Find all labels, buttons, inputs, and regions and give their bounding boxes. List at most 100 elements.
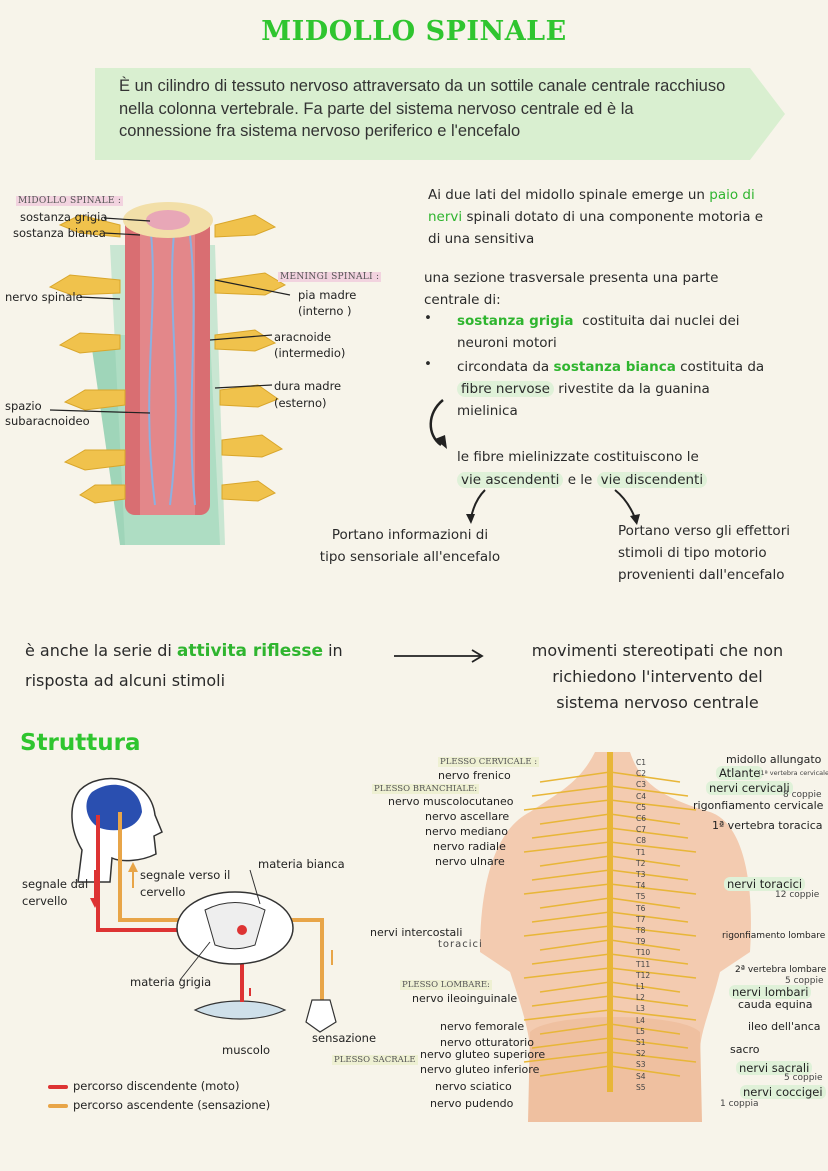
vertebra-label: C1 (636, 758, 647, 767)
nerve-branch (531, 1037, 611, 1049)
nerve-branch (539, 855, 611, 867)
label-muscle: muscolo (222, 1043, 271, 1057)
label-sensation: sensazione (312, 1031, 377, 1045)
anatomy-left-label: nervo muscolocutaneo (388, 795, 514, 808)
nerve-branch (609, 967, 697, 979)
split-arrows-icon (466, 489, 640, 525)
bullet-1: • (424, 310, 432, 326)
anatomy-right-label: 2ª vertebra lombare (735, 965, 827, 975)
anatomy-right-label: rigonfiamento lombare (722, 931, 826, 941)
reflex-arc-diagram (71, 777, 337, 1033)
label-signal-from-2: cervello (22, 894, 68, 908)
nerve-branch (523, 1051, 611, 1063)
spinal-cord-illustration (48, 202, 291, 545)
right-arrow-icon (394, 649, 484, 663)
note-myelinated: le fibre mielinizzate costituiscono le v… (457, 446, 817, 492)
nerve-branch (609, 785, 689, 797)
legend-down: percorso discendente (moto) (73, 1079, 240, 1093)
legend-swatch-up (48, 1104, 68, 1108)
label-signal-to-1: segnale verso il (140, 868, 231, 882)
anatomy-right-label: midollo allungato (726, 753, 822, 766)
anatomy-right-label: 8 coppie (783, 790, 822, 800)
label-grey-matter-2: materia grigia (130, 975, 212, 989)
vertebra-label: S5 (636, 1082, 646, 1092)
nerve-branch (523, 883, 611, 895)
anatomy-left-label: nervo radiale (433, 840, 506, 853)
nerve-branch (531, 995, 611, 1007)
anatomy-left-label: nervi intercostali (370, 926, 463, 939)
vertebra-label: T8 (636, 926, 646, 935)
vertebra-label: L4 (636, 1015, 645, 1025)
anatomy-right-label: nervi cervicali (706, 781, 793, 795)
anatomy-right-label: sacro (730, 1043, 760, 1056)
nerve-branch (609, 981, 681, 993)
anatomy-left-label: nervo ulnare (435, 855, 505, 868)
nerve-branch (539, 981, 611, 993)
anatomy-left-label: nervo otturatorio (440, 1036, 534, 1049)
anatomy-left-label: nervo mediano (425, 825, 508, 838)
legend-up: percorso ascendente (sensazione) (73, 1098, 271, 1112)
anatomy-left-label: toracici (438, 939, 483, 950)
anatomy-left-label: PLESSO BRANCHIALE: (372, 784, 480, 794)
vertebra-label: S2 (636, 1049, 646, 1059)
anatomy-left-label: nervo sciatico (435, 1080, 512, 1093)
vertebra-label: T7 (636, 914, 646, 924)
label-signal-from-1: segnale dal (22, 877, 89, 891)
nerve-branch (539, 1023, 611, 1035)
nerve-branch (609, 841, 697, 853)
note-grey-matter: sostanza grigia costituita dai nuclei de… (457, 313, 740, 351)
nerve-branch (523, 841, 611, 853)
arrow-banner (95, 68, 785, 160)
label-spinal-nerve: nervo spinale (5, 290, 83, 304)
anatomy-right-label: 1ª vertebra toracica (712, 819, 823, 832)
note-white-matter: circondata da sostanza bianca costituita… (457, 359, 765, 419)
vertebra-label: T4 (636, 881, 646, 891)
nerve-branch (609, 1023, 681, 1035)
label-white-matter-2: materia bianca (258, 857, 345, 871)
nerve-branch (531, 911, 611, 923)
vertebra-label: T12 (636, 970, 651, 980)
intro-box: È un cilindro di tessuto nervoso attrave… (95, 66, 785, 162)
nerve-branch (609, 939, 681, 951)
vertebra-label: C7 (636, 825, 647, 835)
vertebra-label: T3 (636, 870, 646, 879)
anatomy-right-label: ileo dell'anca (748, 1020, 821, 1033)
reflex-text: è anche la serie di attivita riflesse in… (25, 641, 343, 690)
anatomy-left-label: nervo femorale (440, 1020, 525, 1033)
vertebra-label: C8 (636, 836, 647, 846)
label-pia-1: pia madre (298, 288, 357, 302)
label-space-1: spazio (5, 399, 42, 413)
anatomy-right-label: 12 coppie (775, 890, 820, 900)
nerve-branch (609, 771, 681, 783)
nerve-branch (609, 995, 689, 1007)
vertebra-label: C5 (636, 802, 647, 812)
nerve-branch (609, 855, 681, 867)
nerve-branch (523, 967, 611, 979)
section-heading-struttura: Struttura (20, 730, 141, 756)
anatomy-left-label: nervo pudendo (430, 1097, 514, 1110)
legend-swatch-down (48, 1085, 68, 1089)
nerve-branch (609, 1037, 689, 1049)
nervous-system-illustration (480, 752, 751, 1122)
label-dura-2: (esterno) (274, 396, 327, 410)
vertebra-label: C6 (636, 814, 647, 823)
vertebra-label: T10 (636, 948, 651, 958)
anatomy-left-label: nervo ileoinguinale (412, 992, 518, 1005)
nerve-branch (609, 1051, 697, 1063)
vertebra-label: C4 (636, 791, 647, 801)
nerve-branch (609, 897, 681, 909)
vertebra-label: T6 (636, 903, 646, 913)
label-signal-to-2: cervello (140, 885, 186, 899)
vertebra-label: T11 (636, 959, 651, 969)
anatomy-right-label: rigonfiamento cervicale (693, 799, 824, 812)
vertebra-label: S1 (636, 1038, 646, 1047)
anatomy-right-label: nervi sacrali (736, 1061, 813, 1075)
anatomy-left-label: nervo ascellare (425, 810, 510, 823)
anatomy-right-label: 1 coppia (720, 1099, 759, 1109)
nerve-branch (609, 1065, 681, 1077)
anatomy-right-label: nervi toracici (724, 877, 806, 891)
